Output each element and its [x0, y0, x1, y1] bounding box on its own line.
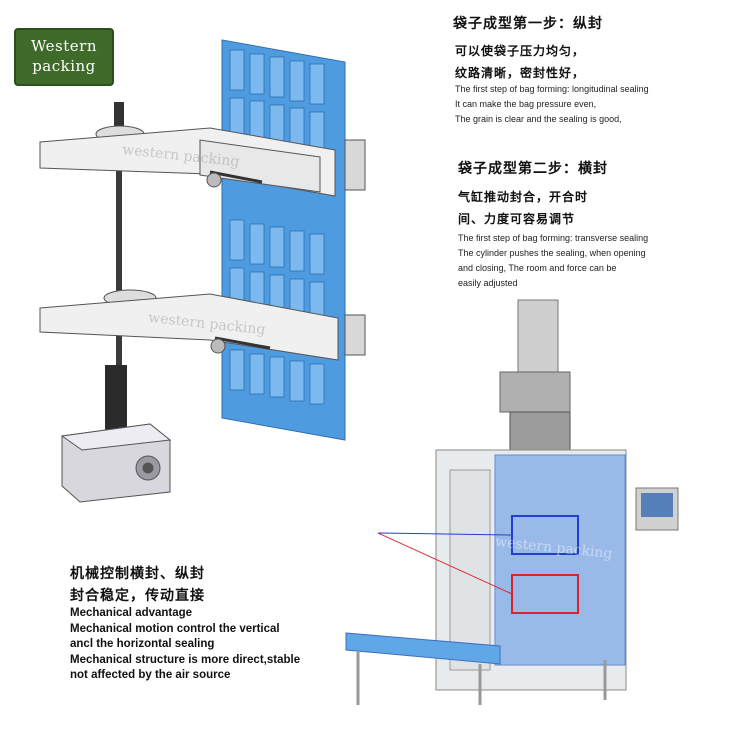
step1-title: 袋子成型第一步：纵封	[453, 16, 603, 32]
step1-body-zh: 可以使袋子压力均匀， 纹路清晰，密封性好，	[455, 40, 585, 84]
upper-sealing-arm	[39, 125, 366, 197]
step2-zh-line: 气缸推动封合，开合时	[458, 190, 589, 204]
highlight-callouts	[377, 515, 579, 614]
bottom-en-line: Mechanical structure is more direct,stab…	[70, 653, 301, 666]
bottom-en-line: not affected by the air source	[70, 669, 231, 681]
step2-en-line: The cylinder pushes the sealing, when op…	[458, 248, 646, 258]
step1-en-line: It can make the bag pressure even,	[455, 99, 597, 109]
blue-sealing-plate	[221, 39, 346, 441]
bottom-en-line: Mechanical motion control the vertical	[70, 622, 280, 635]
lower-sealing-arm	[39, 289, 366, 361]
bottom-zh: 机械控制横封、纵封 封合稳定，传动直接	[70, 563, 205, 607]
bottom-en-line: ancl the horizontal sealing	[70, 638, 215, 650]
step2-zh-line: 间、力度可容易调节	[458, 212, 576, 226]
bottom-en-line: Mechanical advantage	[70, 607, 193, 619]
bottom-zh-line: 封合稳定，传动直接	[70, 588, 205, 604]
step2-body-en: The first step of bag forming: transvers…	[458, 231, 648, 291]
step2-en-line: easily adjusted	[458, 278, 518, 288]
lead-screw	[105, 102, 127, 430]
step1-zh-line: 纹路清晰，密封性好，	[455, 66, 586, 80]
step1-body-en: The first step of bag forming: longitudi…	[455, 82, 649, 127]
bottom-zh-line: 机械控制横封、纵封	[70, 566, 205, 582]
step1-en-line: The first step of bag forming: longitudi…	[455, 84, 649, 94]
gearbox	[60, 423, 172, 503]
step2-en-line: and closing, The room and force can be	[458, 263, 617, 273]
step1-zh-line: 可以使袋子压力均匀，	[455, 44, 586, 58]
step2-en-line: The first step of bag forming: transvers…	[458, 233, 649, 243]
packing-machine	[345, 299, 679, 705]
step2-title: 袋子成型第二步：横封	[458, 161, 608, 177]
step2-body-zh: 气缸推动封合，开合时 间、力度可容易调节	[458, 186, 588, 230]
bottom-en: Mechanical advantage Mechanical motion c…	[70, 606, 300, 684]
brand-logo: Western packing	[14, 28, 114, 86]
logo-line-2: packing	[32, 57, 96, 75]
logo-line-1: Western	[30, 37, 97, 55]
step1-en-line: The grain is clear and the sealing is go…	[455, 114, 622, 124]
